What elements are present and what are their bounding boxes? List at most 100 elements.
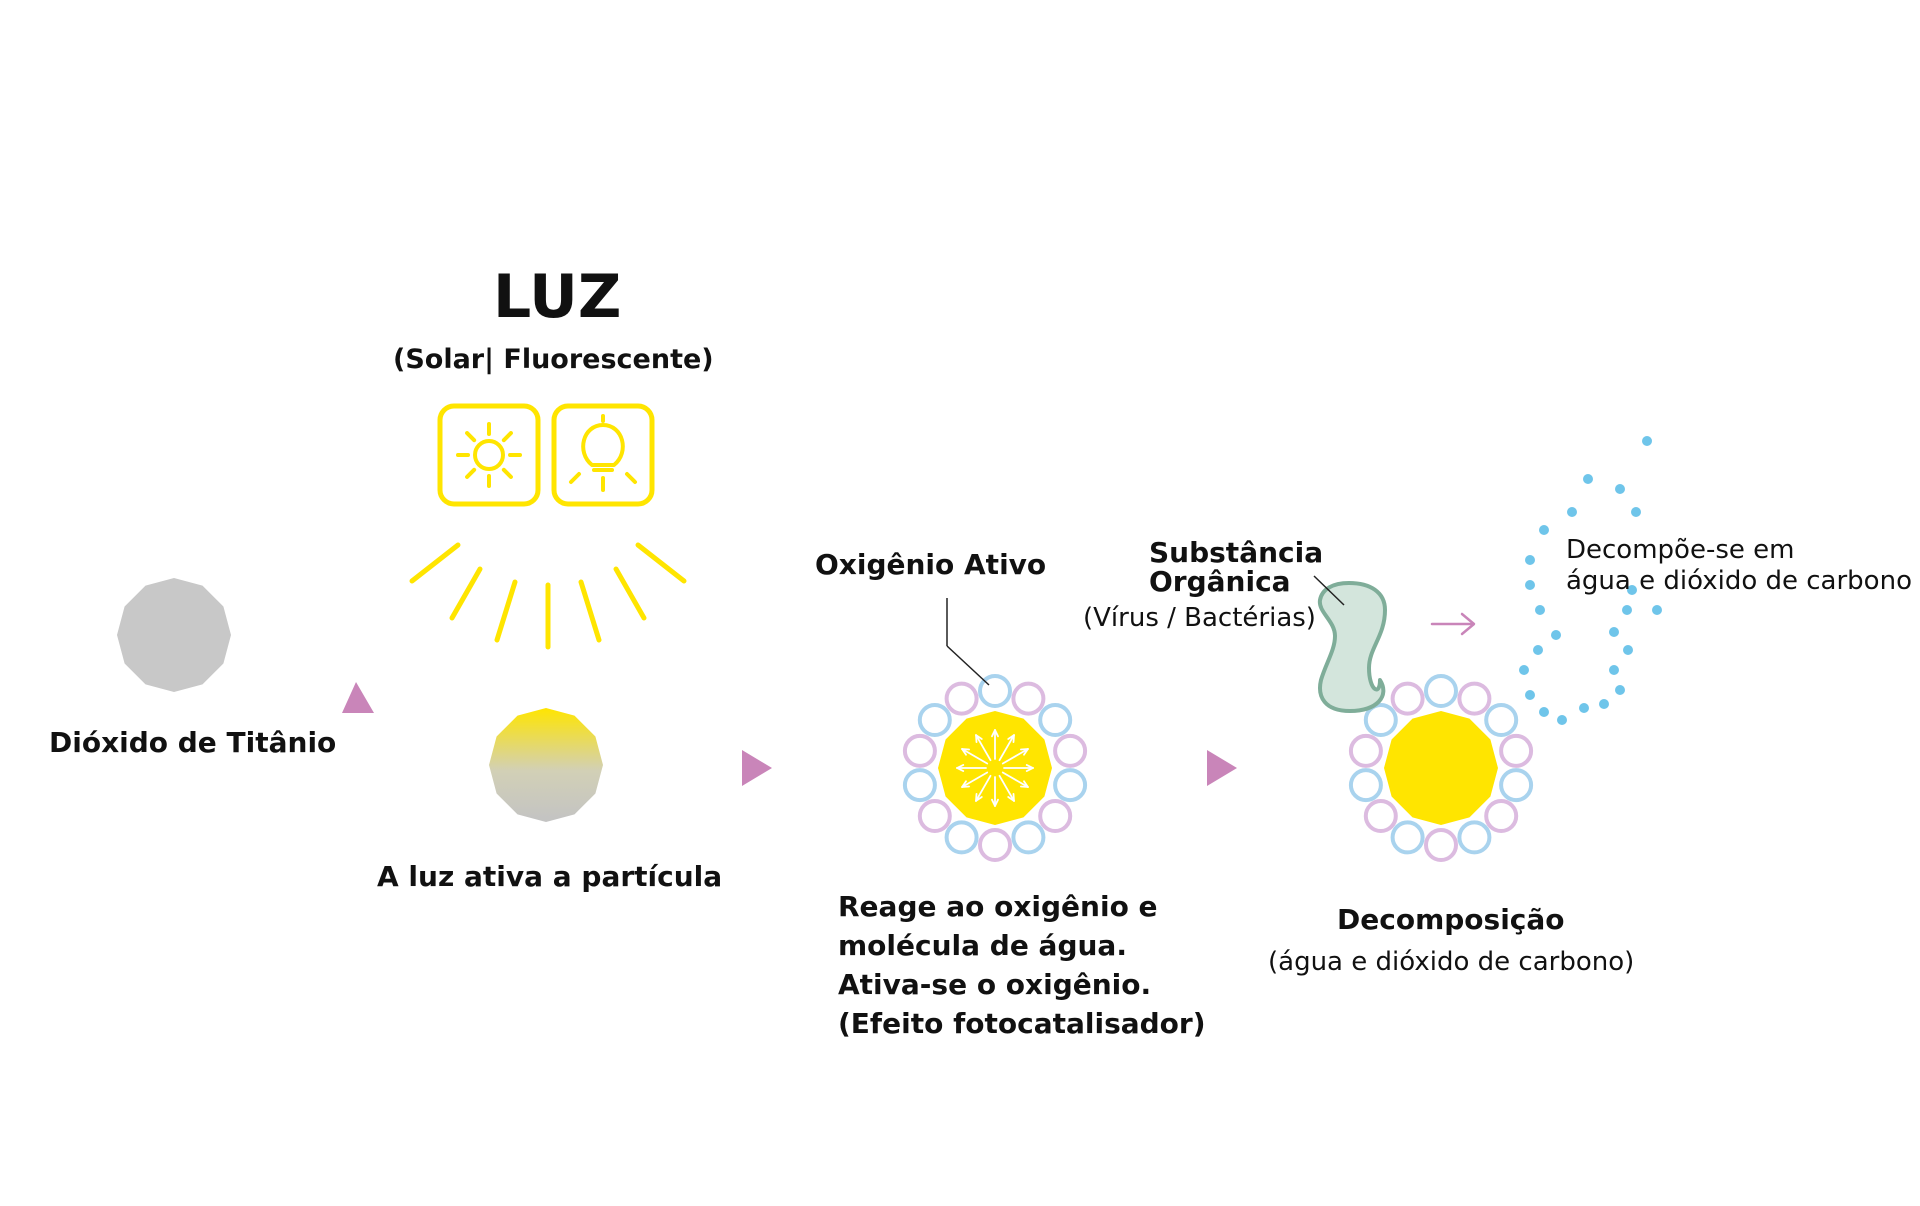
radiating-arrowhead — [975, 793, 978, 802]
result-line-2: água e dióxido de carbono — [1566, 566, 1912, 596]
molecule-dot — [1599, 699, 1609, 709]
oxygen-bubble — [902, 733, 937, 768]
radiating-arrow — [998, 734, 1015, 762]
molecule-dot — [1539, 707, 1549, 717]
radiating-arrowhead — [961, 780, 967, 788]
reaction-line-3: Ativa-se o oxigênio. — [838, 968, 1152, 1001]
radiating-arrowhead — [975, 734, 983, 740]
reaction-description: Reage ao oxigênio e molécula de água. At… — [838, 887, 1206, 1043]
light-rays — [409, 542, 687, 650]
molecule-dot — [1615, 685, 1625, 695]
organic-subtitle: (Vírus / Bactérias) — [1083, 603, 1316, 633]
oxygen-bubble — [1390, 820, 1425, 855]
radiating-arrowhead — [1012, 793, 1015, 802]
oxygen-bubble — [1457, 681, 1492, 716]
radiating-arrowhead — [1025, 764, 1034, 769]
process-arrow-3 — [1207, 750, 1237, 786]
oxygen-bubble — [917, 703, 952, 737]
radiating-arrowhead — [1023, 748, 1029, 756]
molecule-dot — [1533, 645, 1543, 655]
radiating-arrow — [961, 748, 989, 765]
oxygen-bubble — [1499, 733, 1534, 768]
radiating-arrow — [1001, 748, 1029, 765]
activated-particle — [489, 708, 603, 822]
oxygen-bubble — [1348, 768, 1383, 803]
radiating-arrow — [998, 774, 1015, 802]
light-ray — [409, 542, 461, 584]
radiating-arrowhead — [1020, 785, 1029, 788]
oxygen-bubbles-2 — [1348, 674, 1534, 862]
molecule-dot — [1525, 580, 1535, 590]
light-ray — [613, 566, 647, 621]
molecule-dot — [1609, 627, 1619, 637]
oxygen-bubble — [1038, 799, 1073, 833]
radiating-arrows — [956, 729, 1034, 807]
result-line-1: Decompõe-se em — [1566, 535, 1795, 565]
process-arrow-2 — [742, 750, 772, 786]
molecule-dot — [1615, 484, 1625, 494]
molecule-dot — [1622, 605, 1632, 615]
active-particle — [938, 711, 1052, 825]
active-oxygen-label: Oxigênio Ativo — [815, 548, 1047, 581]
sun-ray — [501, 467, 513, 479]
decompose-arrow — [1430, 612, 1476, 636]
molecule-dot — [1623, 645, 1633, 655]
oxygen-bubble — [978, 828, 1012, 862]
sun-icon — [437, 403, 541, 507]
radiating-arrowhead — [961, 785, 970, 788]
oxygen-bubble — [902, 768, 937, 803]
molecule-dot — [1551, 630, 1561, 640]
molecule-dot — [1631, 507, 1641, 517]
process-arrow-1 — [342, 682, 374, 713]
lightbulb-icon — [551, 403, 655, 507]
callout-line-2 — [946, 645, 990, 686]
radiating-arrowhead — [956, 764, 965, 769]
radiating-arrowhead — [991, 729, 996, 738]
radiating-arrowhead — [975, 796, 983, 802]
molecule-dot — [1627, 585, 1637, 595]
radiating-arrowhead — [961, 748, 967, 756]
radiating-arrowhead — [991, 798, 996, 807]
activation-label: A luz ativa a partícula — [377, 860, 723, 893]
radiating-arrowhead — [961, 748, 970, 751]
reaction-line-4: (Efeito fotocatalisador) — [838, 1007, 1206, 1040]
radiating-arrowhead — [1007, 734, 1015, 740]
oxygen-bubble — [1457, 820, 1492, 855]
radiating-arrowhead — [1023, 780, 1029, 788]
radiating-arrowhead — [975, 734, 978, 743]
radiating-arrow — [961, 771, 989, 788]
radiating-arrowhead — [1012, 734, 1015, 743]
oxygen-bubble — [1499, 768, 1534, 803]
light-ray — [494, 579, 518, 643]
oxygen-bubble — [1053, 768, 1088, 803]
molecule-dot — [1567, 507, 1577, 517]
molecule-dot — [1535, 605, 1545, 615]
radiating-arrowhead — [1025, 767, 1034, 772]
organic-title-2: Orgânica — [1149, 565, 1291, 598]
oxygen-bubble — [1390, 681, 1425, 716]
diagram-title: LUZ — [493, 262, 622, 332]
radiating-arrowhead — [994, 729, 999, 738]
titanium-dioxide-particle — [117, 578, 231, 692]
oxygen-bubble — [1053, 733, 1088, 768]
sun-ray — [465, 431, 477, 443]
molecule-dot — [1652, 605, 1662, 615]
oxygen-bubble — [1038, 703, 1073, 737]
radiating-arrow — [1001, 771, 1029, 788]
sun-ray — [465, 467, 477, 479]
sun-ray — [501, 431, 513, 443]
molecule-dot — [1642, 436, 1652, 446]
reaction-line-2: molécula de água. — [838, 929, 1127, 962]
oxygen-bubble — [1363, 703, 1398, 737]
organic-callout-line — [1313, 575, 1345, 606]
molecule-dot — [1519, 665, 1529, 675]
organic-title-1: Substância — [1149, 536, 1324, 569]
radiating-arrowhead — [1007, 796, 1015, 802]
titanium-dioxide-label: Dióxido de Titânio — [49, 726, 337, 759]
oxygen-bubble — [1484, 799, 1519, 833]
organic-substance — [1317, 581, 1387, 713]
oxygen-bubble — [1011, 681, 1046, 716]
light-ray — [578, 579, 602, 643]
radiating-arrow — [975, 734, 992, 762]
